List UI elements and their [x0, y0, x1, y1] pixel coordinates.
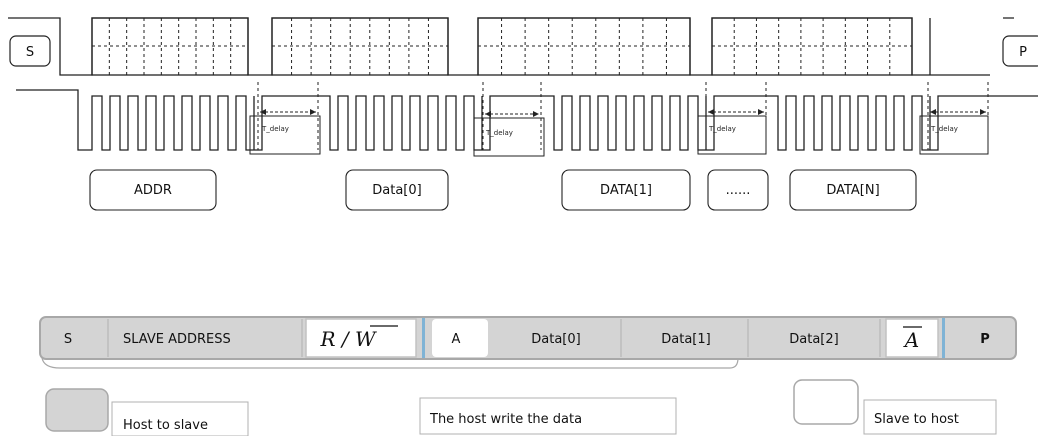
frame-cell-rw: R / W — [319, 327, 377, 351]
legend-host-write: The host write the data — [429, 412, 582, 427]
sda-data-region-data1 — [477, 17, 691, 76]
frame-cell-ack: A — [452, 332, 461, 347]
sda-data-region-addr — [91, 17, 249, 76]
delay-marker: T_delay — [697, 82, 767, 155]
frame-cell-data1: Data[1] — [661, 332, 710, 347]
start-label: S — [26, 45, 34, 60]
legend-gray-swatch — [45, 388, 109, 432]
frame-cell-nack: A — [903, 328, 919, 352]
stop-condition-box — [1002, 35, 1038, 67]
start-condition-box — [9, 35, 51, 67]
frame-cell-start: S — [64, 332, 72, 347]
delay-markers: T_delay T_delay T_delay T_delay — [249, 82, 989, 157]
frame-bar: S SLAVE ADDRESS R / W A Data[0] Data[1] … — [39, 316, 1017, 369]
byte-label-data1: DATA[1] — [600, 183, 652, 198]
delay-marker: T_delay — [919, 82, 989, 155]
sda-line: S P — [8, 17, 1038, 76]
frame-cell-data0: Data[0] — [531, 332, 580, 347]
frame-cell-stop: P — [980, 332, 990, 347]
delay-marker: T_delay — [473, 82, 545, 157]
byte-label-ellipsis: ...... — [726, 183, 751, 198]
stop-label: P — [1019, 45, 1027, 60]
delay-label: T_delay — [708, 125, 736, 133]
scl-line — [16, 89, 1038, 151]
byte-label-data0: Data[0] — [372, 183, 421, 198]
delay-marker: T_delay — [249, 82, 321, 155]
delay-label: T_delay — [930, 125, 958, 133]
legend-white-swatch — [793, 379, 859, 425]
byte-label-addr: ADDR — [134, 183, 172, 198]
delay-label: T_delay — [261, 125, 289, 133]
byte-label-datan: DATA[N] — [826, 183, 879, 198]
legend: Host to slave The host write the data Sl… — [45, 379, 997, 436]
sda-data-region-datan — [711, 17, 913, 76]
legend-host-to-slave: Host to slave — [123, 418, 208, 433]
sda-data-region-data0 — [271, 17, 449, 76]
legend-slave-to-host: Slave to host — [874, 412, 959, 427]
frame-cell-data2: Data[2] — [789, 332, 838, 347]
delay-label: T_delay — [485, 129, 513, 137]
frame-cell-slave-address: SLAVE ADDRESS — [123, 332, 231, 347]
byte-labels: ADDR Data[0] DATA[1] ...... DATA[N] — [89, 169, 917, 211]
